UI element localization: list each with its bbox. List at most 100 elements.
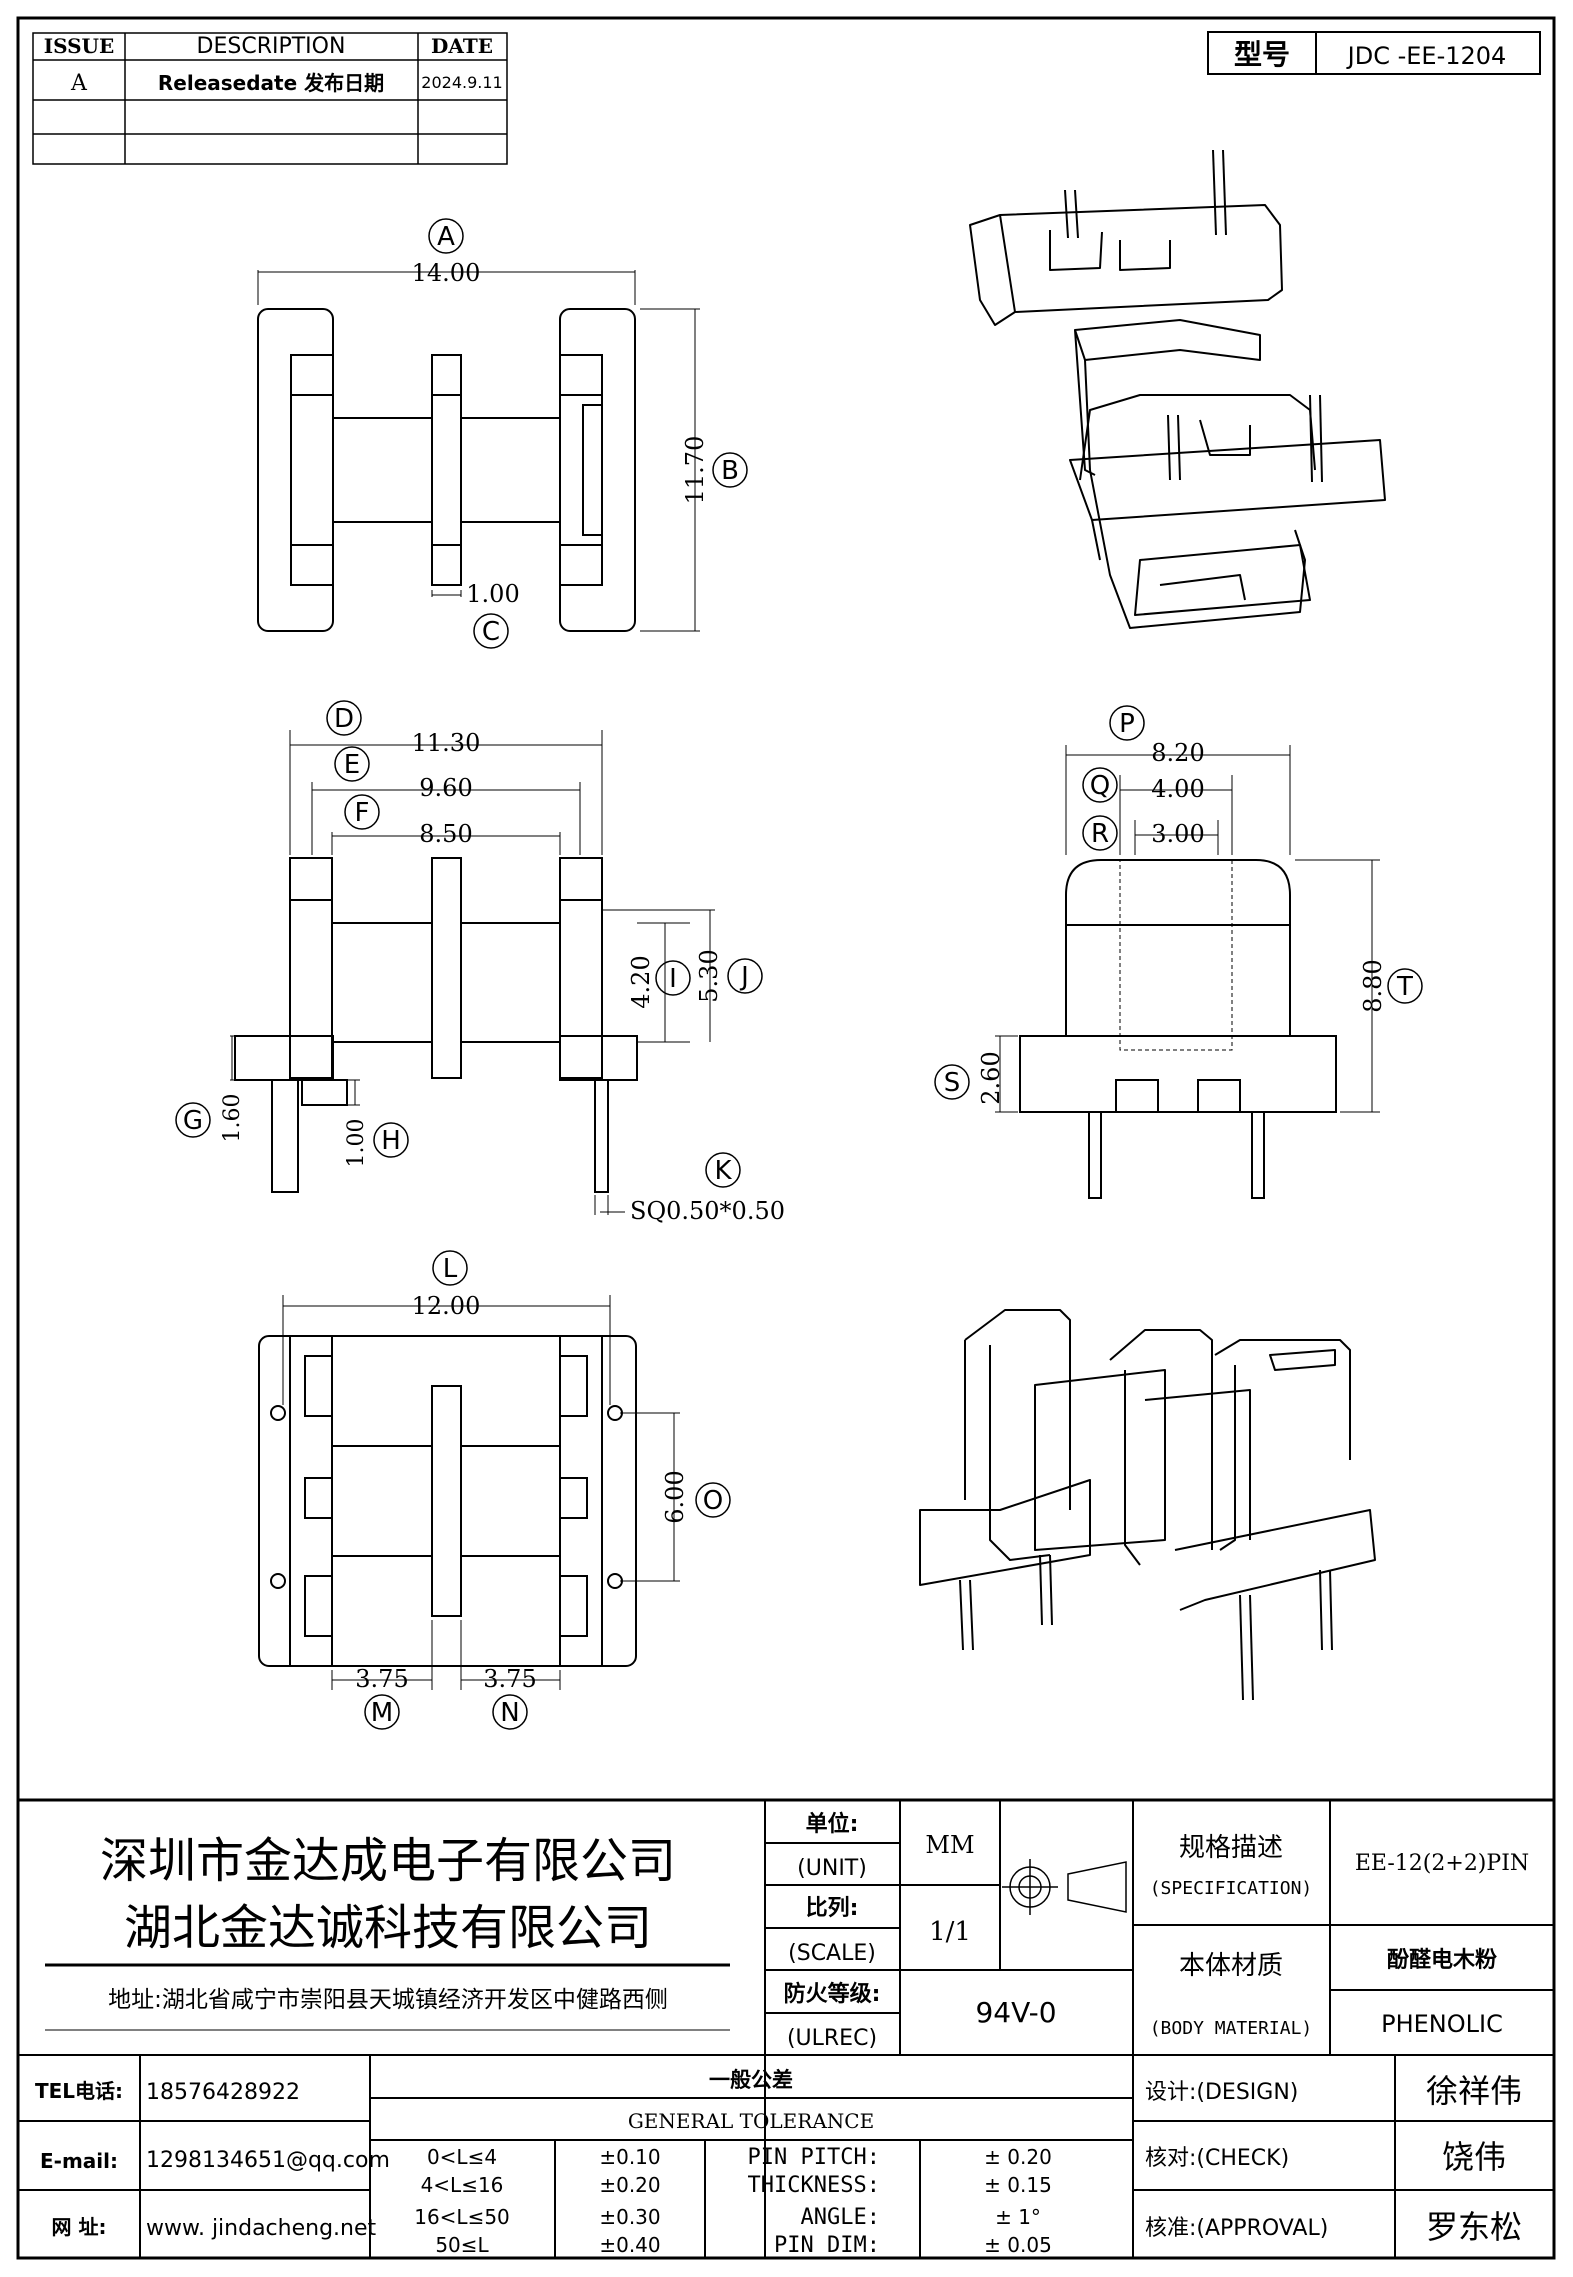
fire-label-en: (ULREC) — [787, 2026, 877, 2051]
front-view: 11.30 9.60 8.50 4.20 5.30 1.60 1.00 SQ0.… — [220, 729, 785, 1225]
check-label: 核对:(CHECK) — [1145, 2146, 1289, 2171]
tol-item-value-2: ± 0.15 — [984, 2173, 1052, 2197]
revision-table: ISSUE DESCRIPTION DATE A Releasedate 发布日… — [32, 32, 508, 165]
tol-range-2: 4<L≤16 — [421, 2173, 504, 2197]
balloon-g: G — [183, 1106, 203, 1136]
balloon-a: A — [437, 222, 455, 252]
tol-value-4: ±0.40 — [599, 2233, 660, 2257]
balloon-h: H — [381, 1126, 401, 1156]
dim-B: 11.70 — [681, 436, 709, 505]
tol-item-value-1: ± 0.20 — [984, 2145, 1052, 2169]
dim-R: 3.00 — [1151, 820, 1204, 848]
tel-label: TEL电话: — [35, 2079, 123, 2103]
balloon-k: K — [714, 1156, 732, 1186]
title-block-frame — [18, 1800, 1554, 2258]
balloon-t-circle — [1387, 968, 1423, 1004]
dim-E: 9.60 — [419, 774, 472, 802]
company-name-1: 深圳市金达成电子有限公司 — [100, 1833, 676, 1889]
side-view: 8.20 4.00 3.00 8.80 2.60 — [977, 739, 1387, 1199]
dim-L: 12.00 — [412, 1292, 481, 1320]
tol-item-2: THICKNESS: — [748, 2173, 880, 2198]
balloon-f: F — [355, 798, 370, 828]
model-value: JDC -EE-1204 — [1346, 42, 1507, 70]
dim-D: 11.30 — [412, 729, 481, 757]
spec-label-cn: 规格描述 — [1179, 1833, 1283, 1863]
dim-I: 4.20 — [627, 955, 655, 1008]
balloon-d-circle — [326, 700, 362, 736]
approval-name: 罗东松 — [1426, 2208, 1522, 2246]
balloon-j: J — [739, 962, 749, 992]
balloon-o: O — [703, 1486, 723, 1516]
dim-N: 3.75 — [483, 1665, 536, 1693]
balloon-b: B — [721, 456, 739, 486]
rev-row-issue: A — [70, 71, 88, 96]
balloon-k-circle — [705, 1152, 741, 1188]
balloon-a-circle — [428, 218, 464, 254]
isometric-view-top — [969, 149, 1386, 629]
model-box: 型号 JDC -EE-1204 — [1207, 31, 1541, 75]
scale-label-en: (SCALE) — [788, 1941, 876, 1966]
balloon-n: N — [500, 1698, 519, 1728]
balloon-c: C — [482, 617, 500, 647]
rev-header-date: DATE — [431, 34, 493, 58]
dim-F: 8.50 — [419, 820, 472, 848]
balloon-p-circle — [1109, 705, 1145, 741]
balloon-i: I — [669, 964, 677, 994]
balloon-e-circle — [334, 746, 370, 782]
tol-range-1: 0<L≤4 — [427, 2145, 497, 2169]
balloon-q: Q — [1090, 771, 1110, 801]
projection-symbol-icon — [1002, 1859, 1127, 1915]
balloon-e: E — [344, 750, 360, 780]
material-value-en: PHENOLIC — [1381, 2010, 1503, 2038]
spec-value: EE-12(2+2)PIN — [1355, 1851, 1529, 1876]
balloon-l: L — [443, 1254, 458, 1284]
dim-K: SQ0.50*0.50 — [630, 1197, 785, 1225]
tol-item-value-4: ± 0.05 — [984, 2233, 1052, 2257]
tolerance-title-en: GENERAL TOLERANCE — [628, 2109, 874, 2133]
material-label-cn: 本体材质 — [1179, 1951, 1283, 1981]
rev-row-date: 2024.9.11 — [421, 73, 502, 92]
unit-value: MM — [925, 1831, 974, 1859]
web-label: 网 址: — [52, 2215, 107, 2239]
fire-label-cn: 防火等级: — [784, 1981, 881, 2007]
tel-value: 18576428922 — [146, 2080, 300, 2105]
balloon-s-circle — [934, 1064, 970, 1100]
dim-S: 2.60 — [977, 1051, 1005, 1104]
isometric-view-bottom — [919, 1309, 1376, 1701]
company-name-2: 湖北金达诚科技有限公司 — [124, 1900, 652, 1956]
balloon-t: T — [1396, 972, 1413, 1002]
material-label-en: (BODY MATERIAL) — [1150, 2018, 1313, 2039]
balloon-j-circle — [727, 958, 763, 994]
dim-C: 1.00 — [466, 580, 519, 608]
tol-item-3: ANGLE: — [801, 2205, 880, 2230]
design-name: 徐祥伟 — [1426, 2072, 1522, 2110]
balloon-m-circle — [364, 1694, 400, 1730]
dim-J: 5.30 — [695, 949, 723, 1002]
top-view: 14.00 11.70 1.00 — [257, 259, 709, 632]
balloon-m: M — [371, 1698, 393, 1728]
design-label: 设计:(DESIGN) — [1145, 2080, 1298, 2105]
tol-range-4: 50≤L — [435, 2233, 489, 2257]
dim-A: 14.00 — [412, 259, 481, 287]
tol-value-3: ±0.30 — [599, 2205, 660, 2229]
scale-value: 1/1 — [929, 1917, 971, 1947]
balloon-d: D — [334, 704, 354, 734]
balloon-s: S — [944, 1068, 961, 1098]
email-value: 1298134651@qq.com — [146, 2148, 390, 2173]
tol-item-value-3: ± 1° — [995, 2205, 1041, 2229]
approval-label: 核准:(APPROVAL) — [1145, 2216, 1328, 2241]
dim-M: 3.75 — [355, 1665, 408, 1693]
fire-value: 94V-0 — [975, 1996, 1056, 2029]
balloon-q-circle — [1082, 767, 1118, 803]
unit-label-en: (UNIT) — [797, 1856, 867, 1881]
tol-item-1: PIN PITCH: — [748, 2145, 880, 2170]
bottom-view: 12.00 6.00 3.75 3.75 — [258, 1292, 689, 1693]
spec-label-en: (SPECIFICATION) — [1150, 1878, 1313, 1899]
balloon-g-circle — [175, 1102, 211, 1138]
company-address: 地址:湖北省咸宁市崇阳县天城镇经济开发区中健路西侧 — [108, 1987, 668, 2013]
tol-value-1: ±0.10 — [599, 2145, 660, 2169]
tol-value-2: ±0.20 — [599, 2173, 660, 2197]
check-name: 饶伟 — [1442, 2138, 1506, 2176]
